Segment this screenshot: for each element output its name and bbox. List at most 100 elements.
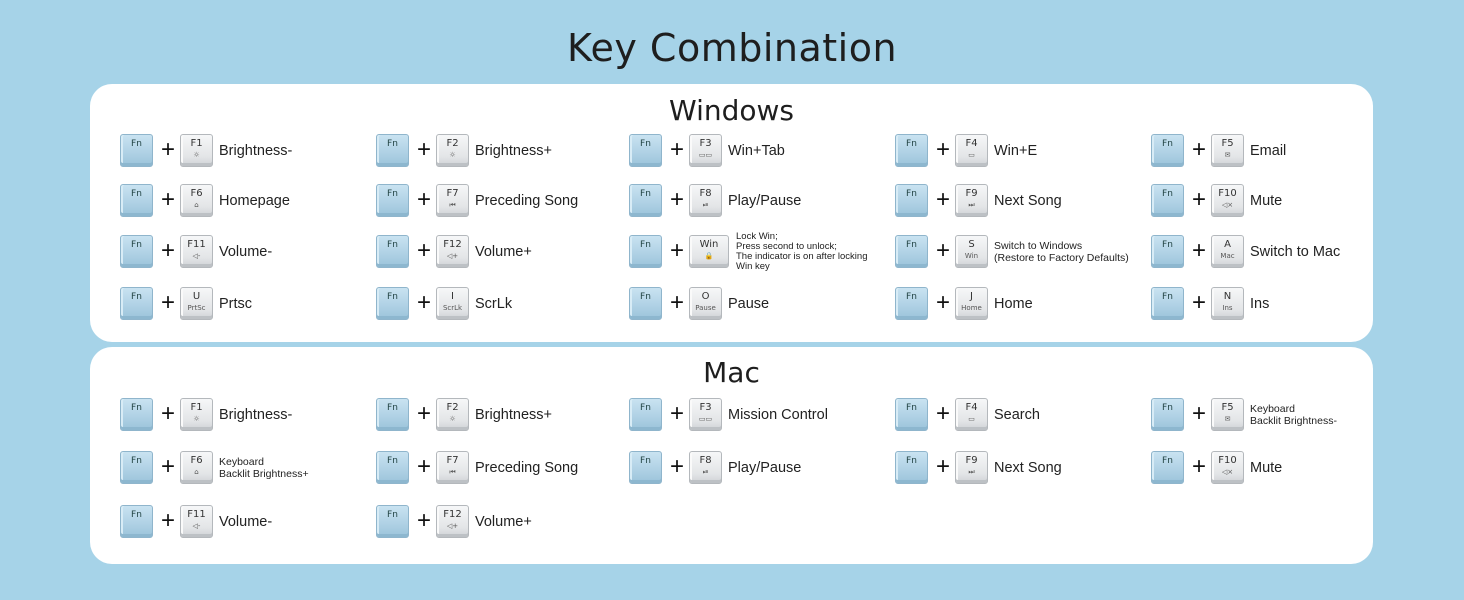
fn-key-label: Fn — [387, 139, 398, 149]
key-sub-legend-icon: ☼ — [193, 151, 200, 159]
key-sub-legend-icon: ScrLk — [442, 304, 463, 312]
plus-sign: + — [416, 507, 431, 534]
fn-key-label: Fn — [387, 403, 398, 413]
fn-key: Fn — [629, 451, 662, 484]
fn-key-label: Fn — [387, 292, 398, 302]
key-f3: F3▭▭ — [689, 398, 722, 431]
key-sub-legend-icon: ⏯ — [702, 468, 709, 476]
plus-sign: + — [1191, 453, 1206, 480]
key-label: F6 — [190, 455, 203, 466]
fn-key-label: Fn — [640, 456, 651, 466]
key-f12: F12◁+ — [436, 505, 469, 538]
key-label: F4 — [965, 402, 978, 413]
combo-description: Preceding Song — [475, 184, 578, 218]
combo-description: Ins — [1250, 287, 1269, 321]
combo-description-text: Switch to Windows (Restore to Factory De… — [994, 240, 1129, 264]
key-sub-legend-icon: Mac — [1220, 252, 1235, 260]
key-sub-legend-icon: ⏮ — [449, 468, 456, 476]
fn-key: Fn — [895, 134, 928, 167]
combo-description: Switch to Mac — [1250, 235, 1340, 269]
key-label: F2 — [446, 138, 459, 149]
combo-description: Play/Pause — [728, 451, 801, 485]
key-sub-legend-icon: Home — [961, 304, 982, 312]
plus-sign: + — [1191, 237, 1206, 264]
fn-key-label: Fn — [640, 139, 651, 149]
key-sub-legend-icon: ◁+ — [446, 522, 459, 530]
fn-key-label: Fn — [640, 240, 651, 250]
key-sub-legend-icon: Pause — [695, 304, 716, 312]
fn-key-label: Fn — [387, 189, 398, 199]
combo-description-text: Switch to Mac — [1250, 244, 1341, 260]
fn-key: Fn — [1151, 398, 1184, 431]
combo-description: Lock Win; Press second to unlock; The in… — [736, 232, 879, 272]
combo-description-text: Preceding Song — [475, 193, 579, 209]
fn-key-label: Fn — [387, 240, 398, 250]
combo-description-text: Win+Tab — [728, 143, 785, 159]
fn-key-label: Fn — [131, 403, 142, 413]
combo-description-text: Volume- — [219, 514, 273, 530]
plus-sign: + — [160, 400, 175, 427]
combo-description: Win+Tab — [728, 134, 785, 168]
key-f8: F8⏯ — [689, 184, 722, 217]
fn-key-label: Fn — [131, 456, 142, 466]
combo-mac-f5: Fn+F5✉Keyboard Backlit Brightness- — [1151, 398, 1401, 432]
combo-description-text: Keyboard Backlit Brightness+ — [219, 456, 309, 480]
combo-description: Home — [994, 287, 1033, 321]
plus-sign: + — [160, 507, 175, 534]
key-sub-legend-icon: ▭ — [968, 415, 975, 423]
combo-description-text: Volume- — [219, 244, 273, 260]
fn-key: Fn — [120, 184, 153, 217]
key-label: F1 — [190, 138, 203, 149]
combo-description-text: Win+E — [994, 143, 1038, 159]
combo-description-text: Mute — [1250, 460, 1283, 476]
combo-mac-f10: Fn+F10◁×Mute — [1151, 451, 1401, 485]
plus-sign: + — [1191, 136, 1206, 163]
combo-description-text: Pause — [728, 296, 770, 312]
fn-key: Fn — [895, 184, 928, 217]
combo-description-text: Mission Control — [728, 407, 828, 423]
combo-win-f10: Fn+F10◁×Mute — [1151, 184, 1401, 218]
plus-sign: + — [160, 289, 175, 316]
plus-sign: + — [416, 400, 431, 427]
plus-sign: + — [1191, 400, 1206, 427]
combo-description-text: Home — [994, 296, 1033, 312]
plus-sign: + — [160, 136, 175, 163]
key-label: I — [451, 291, 454, 302]
combo-win-f3: Fn+F3▭▭Win+Tab — [629, 134, 879, 168]
combo-description-text: Prtsc — [219, 296, 253, 312]
combo-description: Next Song — [994, 184, 1062, 218]
combo-description: Brightness+ — [475, 398, 552, 432]
key-f6: F6⌂ — [180, 184, 213, 217]
fn-key: Fn — [895, 451, 928, 484]
key-win: Win🔒 — [689, 235, 729, 268]
plus-sign: + — [416, 136, 431, 163]
key-f8: F8⏯ — [689, 451, 722, 484]
combo-mac-f11: Fn+F11◁-Volume- — [120, 505, 370, 539]
page-title: Key Combination — [566, 26, 898, 70]
combo-description: ScrLk — [475, 287, 512, 321]
combo-description-text: Volume+ — [475, 514, 532, 530]
combo-description: Win+E — [994, 134, 1037, 168]
key-sub-legend-icon: ☼ — [449, 415, 456, 423]
key-label: F10 — [1218, 455, 1237, 466]
fn-key-label: Fn — [1162, 139, 1173, 149]
combo-mac-f4: Fn+F4▭Search — [895, 398, 1145, 432]
combo-description: Play/Pause — [728, 184, 801, 218]
fn-key: Fn — [120, 398, 153, 431]
combo-description-text: Volume+ — [475, 244, 532, 260]
combo-win-f1: Fn+F1☼Brightness- — [120, 134, 370, 168]
key-label: F1 — [190, 402, 203, 413]
fn-key-label: Fn — [906, 403, 917, 413]
fn-key: Fn — [895, 398, 928, 431]
key-f11: F11◁- — [180, 235, 213, 268]
fn-key: Fn — [120, 451, 153, 484]
key-sub-legend-icon: ▭▭ — [698, 151, 713, 159]
key-sub-legend-icon: 🔒 — [704, 252, 714, 260]
fn-key: Fn — [1151, 287, 1184, 320]
plus-sign: + — [1191, 289, 1206, 316]
plus-sign: + — [935, 186, 950, 213]
combo-description: Switch to Windows (Restore to Factory De… — [994, 235, 1129, 269]
